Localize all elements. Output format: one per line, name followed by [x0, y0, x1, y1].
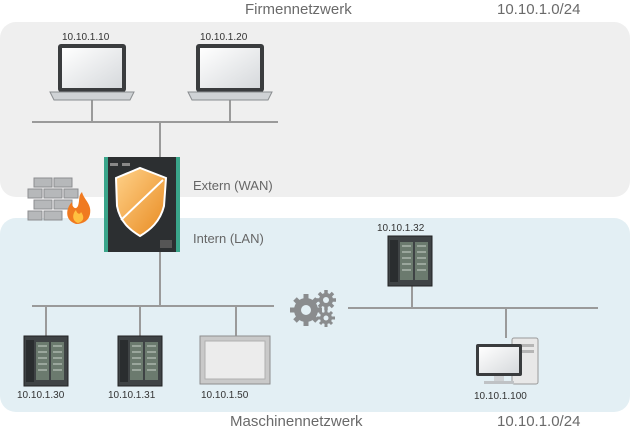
plc-top-icon [387, 235, 433, 287]
lan-label: Intern (LAN) [193, 231, 264, 246]
operator-panel-icon [199, 335, 271, 385]
plc-2-icon [117, 335, 163, 387]
company-network-cabling [32, 100, 598, 338]
laptop-1-icon [49, 43, 135, 101]
laptop-1-ip: 10.10.1.10 [62, 32, 110, 43]
laptop-2-ip: 10.10.1.20 [200, 32, 248, 43]
machine-network-title: Maschinennetzwerk [230, 413, 363, 430]
panel-ip: 10.10.1.50 [201, 390, 249, 401]
company-network-title: Firmennetzwerk [245, 1, 352, 18]
plc-2-ip: 10.10.1.31 [108, 390, 156, 401]
company-network-subnet: 10.10.1.0/24 [497, 1, 581, 18]
plc-1-icon [23, 335, 69, 387]
machine-network-subnet: 10.10.1.0/24 [497, 413, 581, 430]
laptop-2-icon [187, 43, 273, 101]
pc-ip: 10.10.1.100 [474, 391, 527, 402]
gears-icon [290, 290, 336, 327]
firewall-wall-icon [27, 177, 91, 224]
wan-label: Extern (WAN) [193, 178, 273, 193]
pc-icon [476, 337, 539, 385]
plc-1-ip: 10.10.1.30 [17, 390, 65, 401]
plc-top-ip: 10.10.1.32 [377, 223, 425, 234]
firewall-device-icon [104, 157, 180, 252]
